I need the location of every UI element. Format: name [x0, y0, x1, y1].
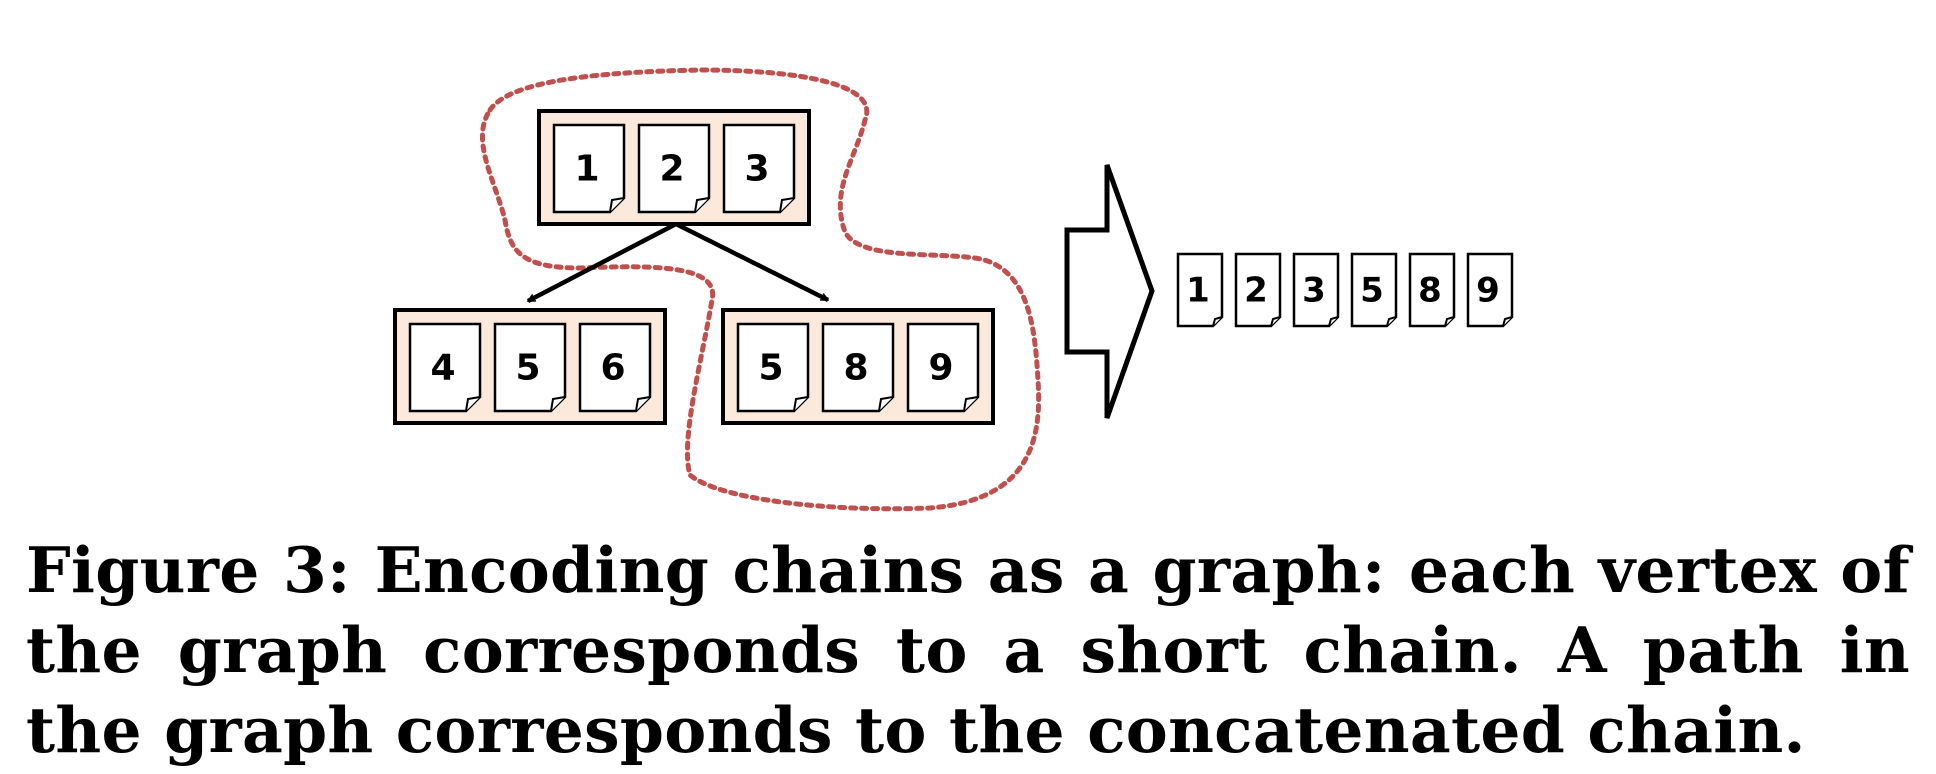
card-number: 5: [1360, 271, 1384, 311]
card-folded-corner: [550, 396, 566, 412]
card-number: 9: [928, 348, 953, 389]
card-number: 2: [659, 149, 684, 190]
card-number: 8: [1418, 271, 1442, 311]
edge-top-to-right: [674, 221, 828, 303]
chain-card-1: 2: [1234, 252, 1282, 328]
top-vertex-cards: 1 2 3: [552, 123, 796, 214]
card-folded-corner: [465, 396, 481, 412]
card-top_vertex-0: 1: [552, 123, 626, 214]
card-number: 8: [843, 348, 868, 389]
card-folded-corner: [1502, 316, 1513, 327]
card-folded-corner: [1328, 316, 1339, 327]
figure-caption: Figure 3:Encoding chains as a graph: eac…: [26, 530, 1910, 770]
card-folded-corner: [1212, 316, 1223, 327]
chain-card-0: 1: [1176, 252, 1224, 328]
card-number: 5: [758, 348, 783, 389]
card-folded-corner: [1444, 316, 1455, 327]
card-number: 2: [1244, 271, 1268, 311]
card-folded-corner: [1270, 316, 1281, 327]
card-number: 6: [600, 348, 625, 389]
chain-card-3: 5: [1350, 252, 1398, 328]
card-number: 3: [744, 149, 769, 190]
card-number: 4: [430, 348, 455, 389]
chain-card-2: 3: [1292, 252, 1340, 328]
card-right_vertex-0: 5: [736, 322, 810, 413]
card-number: 5: [515, 348, 540, 389]
chain-card-5: 9: [1466, 252, 1514, 328]
card-left_vertex-0: 4: [408, 322, 482, 413]
figure-label: Figure 3:: [26, 533, 351, 607]
card-number: 1: [1186, 271, 1210, 311]
card-folded-corner: [635, 396, 651, 412]
edge-top-to-left: [528, 222, 678, 303]
card-folded-corner: [779, 197, 795, 213]
card-top_vertex-2: 3: [722, 123, 796, 214]
card-number: 3: [1302, 271, 1326, 311]
card-left_vertex-2: 6: [578, 322, 652, 413]
card-number: 1: [574, 149, 599, 190]
left-vertex-cards: 4 5 6: [408, 322, 652, 413]
card-left_vertex-1: 5: [493, 322, 567, 413]
card-folded-corner: [1386, 316, 1397, 327]
right-vertex-cards: 5 8 9: [736, 322, 980, 413]
concatenation-arrow: [1064, 164, 1155, 419]
card-right_vertex-1: 8: [821, 322, 895, 413]
caption-text: Encoding chains as a graph: each vertex …: [26, 533, 1911, 767]
card-folded-corner: [878, 396, 894, 412]
card-folded-corner: [793, 396, 809, 412]
card-number: 9: [1476, 271, 1500, 311]
card-folded-corner: [694, 197, 710, 213]
chain-card-4: 8: [1408, 252, 1456, 328]
card-folded-corner: [963, 396, 979, 412]
card-right_vertex-2: 9: [906, 322, 980, 413]
card-top_vertex-1: 2: [637, 123, 711, 214]
card-folded-corner: [609, 197, 625, 213]
